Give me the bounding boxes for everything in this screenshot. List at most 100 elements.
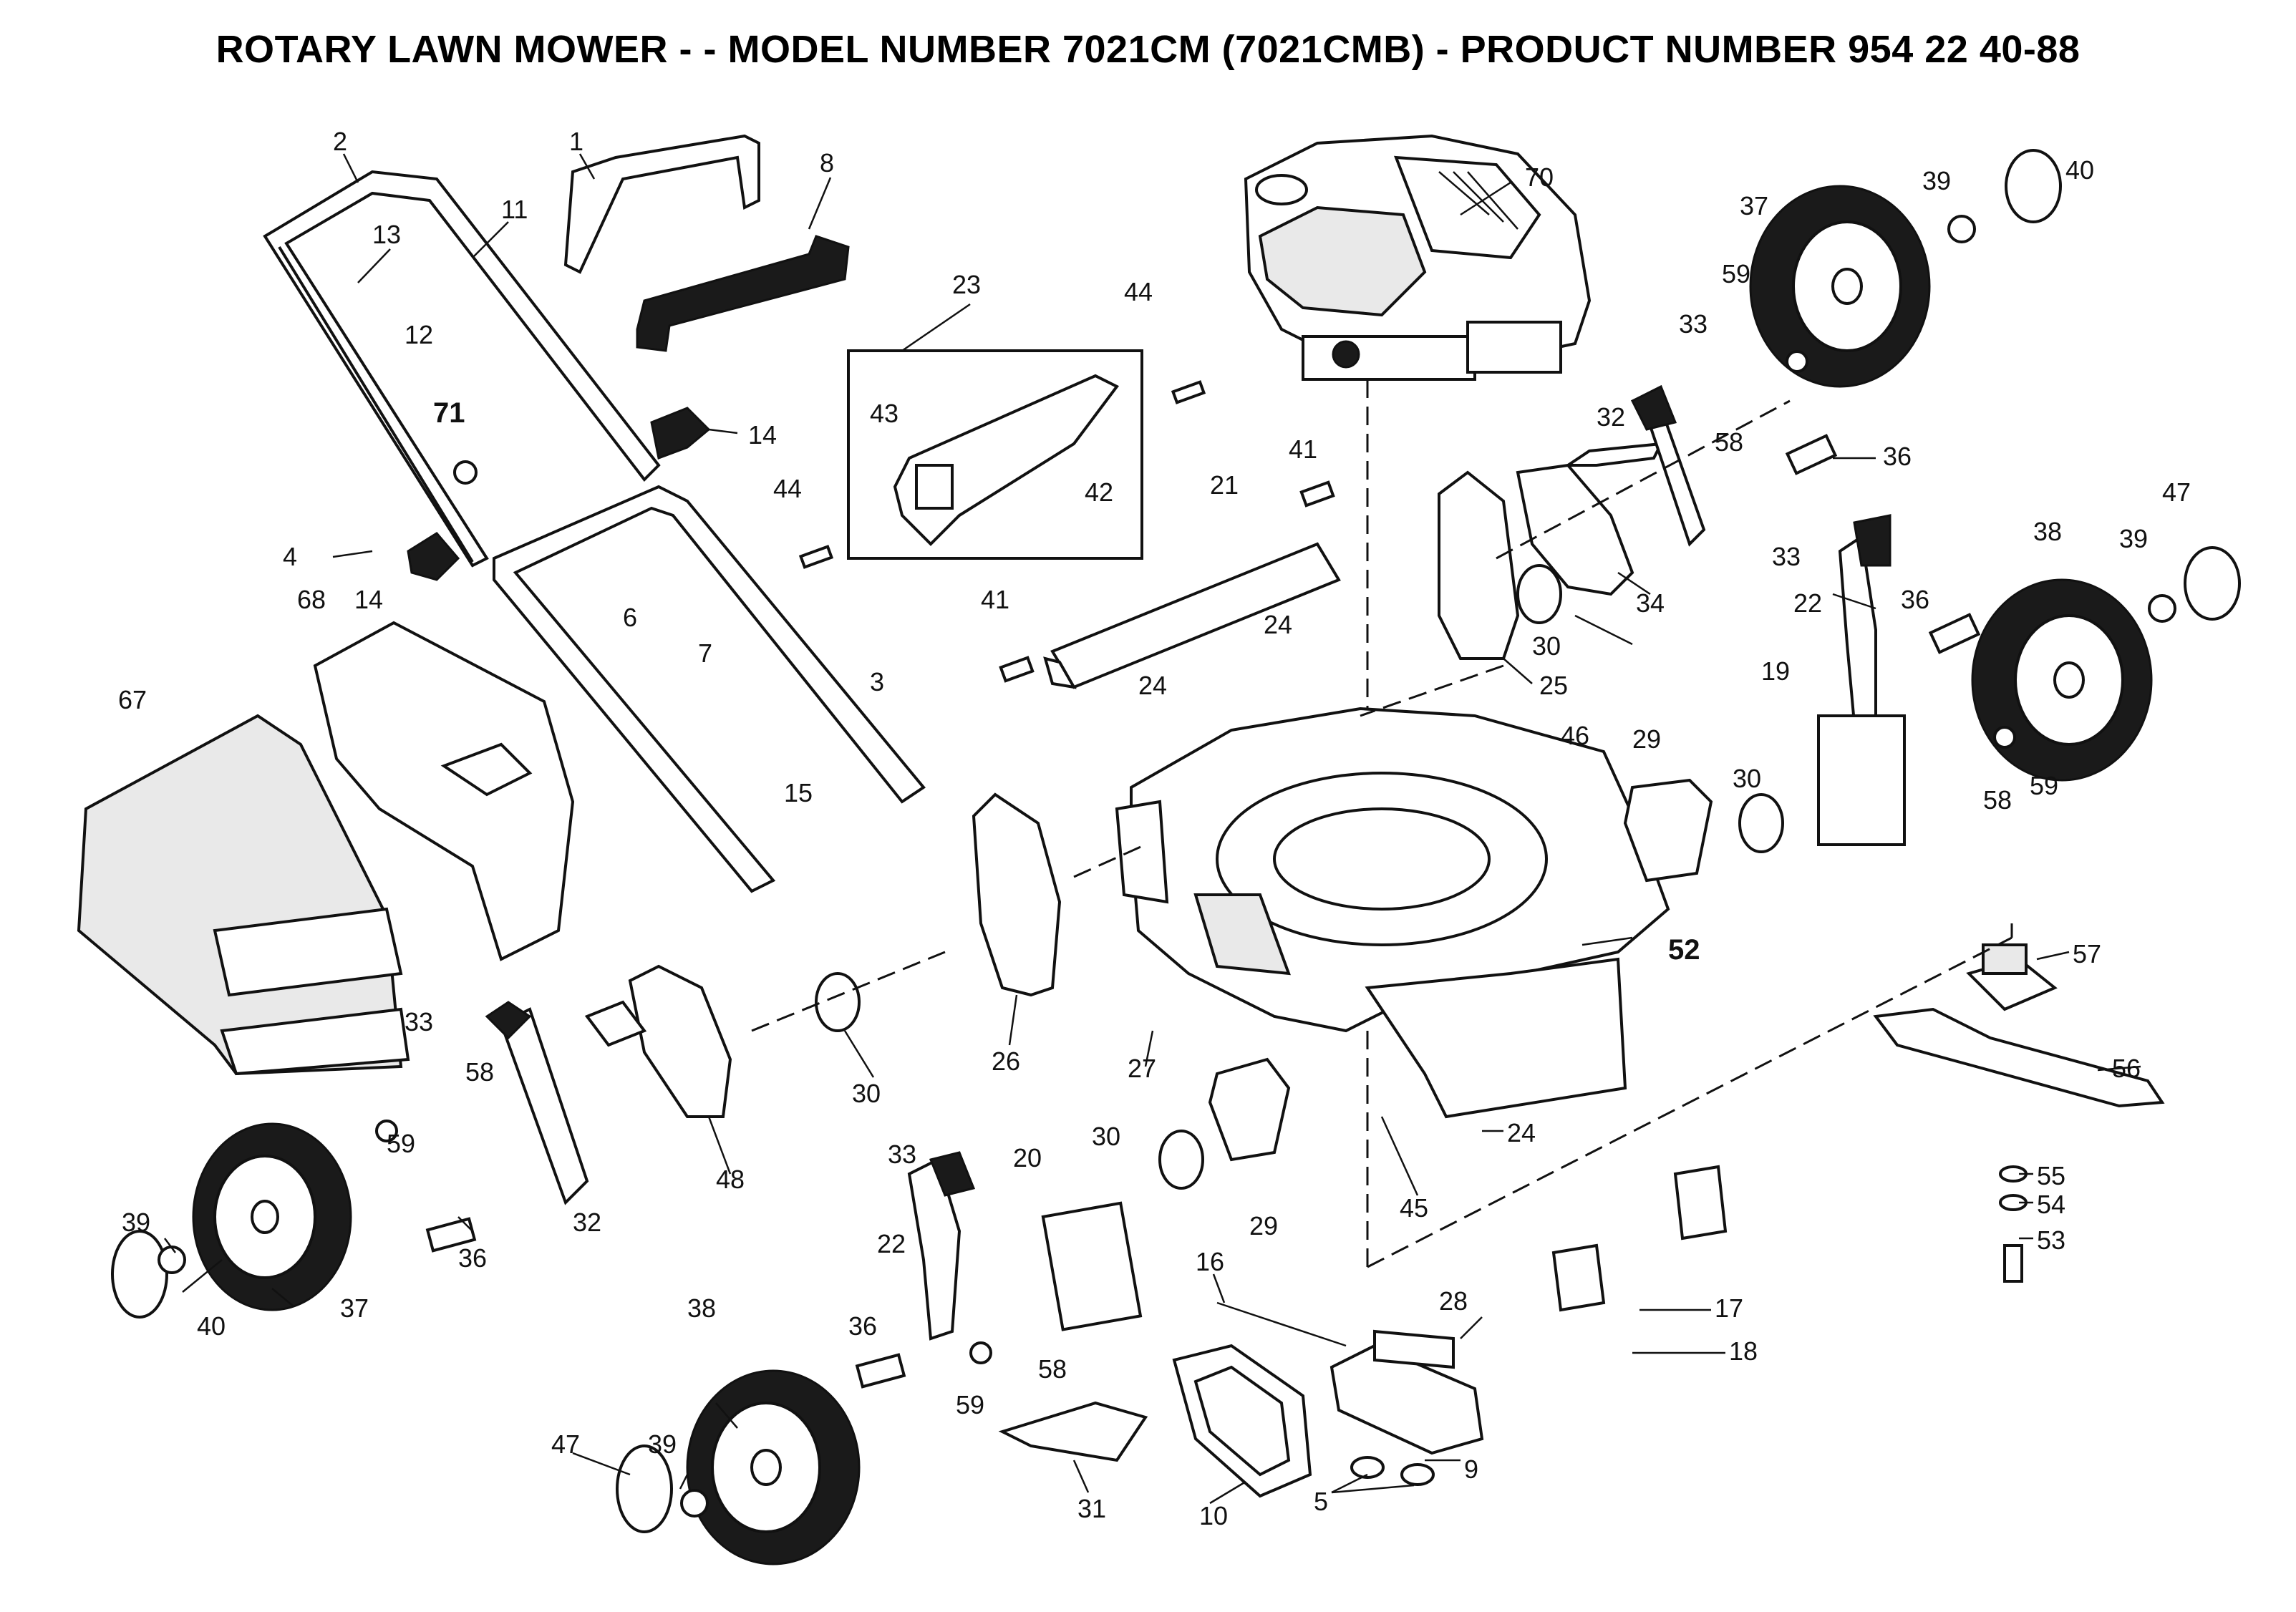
- label-39-right-top: 39: [1922, 166, 1951, 195]
- bail-bar: [563, 134, 760, 274]
- label-39-right: 39: [2119, 524, 2148, 553]
- label-19: 19: [1761, 656, 1790, 686]
- grass-bag: [77, 714, 410, 1076]
- label-58-right-top: 58: [1715, 427, 1743, 457]
- door-hinge-bracket: [1329, 1344, 1484, 1486]
- label-68: 68: [297, 585, 326, 614]
- label-37-right: 37: [1740, 191, 1768, 220]
- label-52: 52: [1668, 934, 1700, 966]
- label-36-left-front: 36: [848, 1311, 877, 1341]
- spacer: [815, 564, 1784, 1190]
- height-lever-front-left: [907, 1151, 976, 1341]
- upper-handle: [263, 170, 661, 568]
- label-23: 23: [952, 270, 981, 299]
- label-48: 48: [716, 1165, 745, 1194]
- engine: [1244, 134, 1592, 902]
- label-54: 54: [2037, 1190, 2065, 1219]
- wheel-front-left: [686, 1369, 861, 1565]
- height-lever-front-right: [1838, 514, 1891, 724]
- label-24-mid: 24: [1138, 671, 1167, 700]
- label-47-left: 47: [551, 1429, 580, 1459]
- handle-knob-upper: [650, 407, 711, 460]
- label-9: 9: [1464, 1455, 1478, 1484]
- height-bracket-left: [972, 792, 1062, 997]
- label-57: 57: [2073, 939, 2101, 968]
- label-39-left-rear: 39: [122, 1208, 150, 1237]
- label-43: 43: [870, 399, 898, 428]
- wheel-rear-left: [192, 1122, 352, 1311]
- label-4: 4: [283, 542, 297, 571]
- hinge-rod: [1043, 542, 1341, 689]
- label-27: 27: [1128, 1054, 1156, 1083]
- label-37-left: 37: [340, 1293, 369, 1323]
- label-33-left-front: 33: [888, 1140, 916, 1169]
- label-58-right: 58: [1983, 785, 2012, 815]
- side-discharge-chute: [998, 1401, 1148, 1462]
- foam-grip: [636, 235, 850, 352]
- label-2: 2: [333, 127, 347, 156]
- label-22-right: 22: [1793, 588, 1822, 618]
- label-24-top: 24: [1264, 610, 1292, 639]
- height-bracket-right: [1438, 470, 1520, 660]
- label-44-top: 44: [1124, 277, 1153, 306]
- axle-plate-rear-left: [584, 964, 732, 1118]
- part-labels: 2 1 8 13 11 12 14 71 4 14 6 68 7 3 67 15…: [118, 127, 2191, 1530]
- label-18: 18: [1729, 1336, 1758, 1366]
- label-40-right: 40: [2065, 155, 2094, 185]
- lower-handle: [493, 485, 926, 893]
- label-58-left-rear: 58: [465, 1057, 494, 1087]
- label-25: 25: [1539, 671, 1568, 700]
- label-33-left-rear: 33: [405, 1007, 433, 1036]
- label-45: 45: [1400, 1193, 1428, 1223]
- label-20: 20: [1013, 1143, 1042, 1172]
- label-24-bottom: 24: [1507, 1118, 1536, 1147]
- label-36-right: 36: [1901, 585, 1929, 614]
- label-36-right-top: 36: [1883, 442, 1912, 471]
- axle-plate-rear-right: [1516, 442, 1664, 596]
- height-lever-rear-left: [485, 1001, 589, 1205]
- handle-knob-lower: [407, 532, 460, 581]
- discharge-door: [1172, 1344, 1312, 1498]
- label-7: 7: [698, 639, 712, 668]
- label-44-left: 44: [773, 474, 802, 503]
- label-59-right-top: 59: [1722, 259, 1750, 288]
- label-42: 42: [1085, 477, 1113, 507]
- label-29-right: 29: [1632, 724, 1661, 754]
- mower-deck: [1115, 707, 1670, 1119]
- label-38-right: 38: [2033, 517, 2062, 546]
- label-12: 12: [405, 320, 433, 349]
- blade: [1873, 1007, 2165, 1108]
- label-33-right-top: 33: [1679, 309, 1708, 339]
- rear-deflector-box: [847, 349, 1143, 560]
- label-41-left: 41: [981, 585, 1009, 614]
- hinge-pin-rod: [1216, 1301, 1347, 1347]
- label-13: 13: [372, 220, 401, 249]
- label-14-lower: 14: [354, 585, 383, 614]
- baffle: [1208, 778, 1713, 1162]
- label-29-left: 29: [1249, 1211, 1278, 1240]
- label-70: 70: [1525, 162, 1554, 192]
- label-46: 46: [1561, 721, 1589, 750]
- label-22-left: 22: [877, 1229, 906, 1258]
- wheel-rear-right: [1749, 185, 1931, 388]
- blade-adapter: [1966, 943, 2058, 1011]
- label-8: 8: [820, 148, 834, 178]
- front-axle-plate-right: [1817, 714, 1906, 846]
- wheel-front-right: [1971, 578, 2153, 782]
- label-71: 71: [433, 397, 465, 429]
- fasteners: [158, 215, 2176, 1518]
- height-lever-rear-right: [1630, 384, 1706, 547]
- label-1: 1: [569, 127, 583, 156]
- label-33-right: 33: [1772, 542, 1801, 571]
- label-6: 6: [623, 603, 637, 632]
- label-56: 56: [2112, 1054, 2141, 1083]
- label-10: 10: [1199, 1501, 1228, 1530]
- label-28: 28: [1439, 1286, 1468, 1316]
- mulch-plate-bracket: [1551, 1165, 1728, 1312]
- label-30-left-rear: 30: [852, 1079, 881, 1108]
- label-40-left: 40: [197, 1311, 226, 1341]
- label-21: 21: [1210, 470, 1239, 500]
- label-30-right-top: 30: [1532, 631, 1561, 661]
- label-59-right: 59: [2030, 771, 2058, 800]
